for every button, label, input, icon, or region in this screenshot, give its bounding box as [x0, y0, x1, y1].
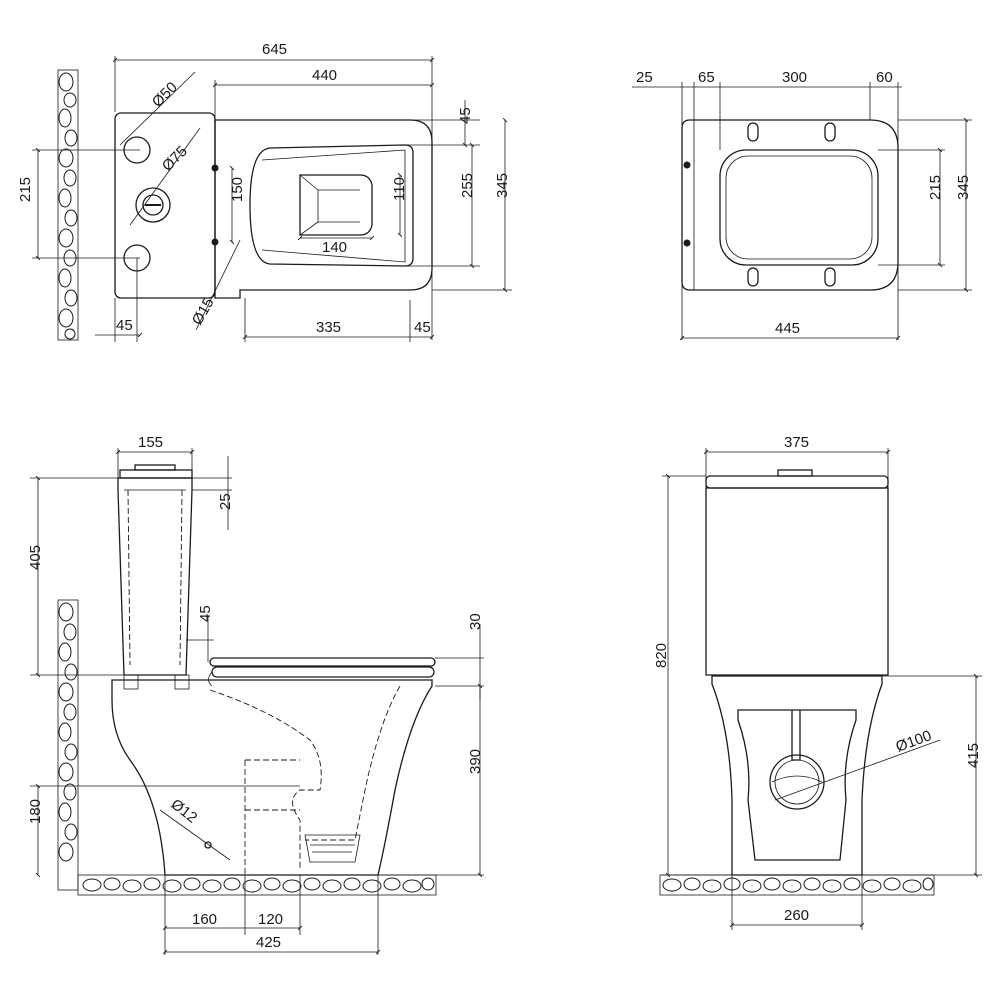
front-view: 375 820 Ø100 415 260	[653, 434, 982, 930]
dim-215-seat: 215	[927, 175, 944, 200]
dim-215-plan: 215	[17, 177, 34, 202]
dim-65: 65	[698, 69, 715, 86]
dim-440: 440	[312, 67, 337, 84]
dim-150: 150	[229, 177, 246, 202]
seat-view: 25 65 300 60 215 345 445	[632, 69, 972, 341]
dim-260: 260	[784, 907, 809, 924]
seat-dimensions: 25 65 300 60 215 345 445	[632, 69, 972, 341]
dim-140: 140	[322, 239, 347, 256]
dim-155: 155	[138, 434, 163, 451]
plan-dimensions: 645 440 Ø50 Ø75 215 150 110 140 45	[17, 41, 512, 342]
dim-345-plan: 345	[494, 173, 511, 198]
side-dimensions: 155 25 405 45 30 390 180 Ø12	[27, 434, 484, 955]
front-floor	[659, 874, 935, 896]
dim-45-wall: 45	[116, 317, 133, 334]
dim-110: 110	[391, 177, 408, 201]
dim-d100: Ø100	[894, 727, 934, 756]
dim-335: 335	[316, 319, 341, 336]
dim-30: 30	[467, 613, 484, 630]
dim-345-seat: 345	[955, 175, 972, 200]
side-seat	[209, 657, 436, 667]
dim-d15: Ø15	[189, 295, 218, 328]
dim-180: 180	[27, 799, 44, 824]
plan-wall	[57, 69, 79, 341]
front-dimensions: 375 820 Ø100 415 260	[653, 434, 982, 930]
dim-645: 645	[262, 41, 287, 58]
dim-300: 300	[782, 69, 807, 86]
outlet-circle	[769, 754, 825, 810]
front-bowl	[711, 675, 883, 876]
side-bowl	[111, 679, 433, 876]
dim-45-front: 45	[414, 319, 431, 336]
dim-d12: Ø12	[168, 796, 201, 827]
dim-45-seat: 45	[197, 605, 214, 622]
side-view: 155 25 405 45 30 390 180 Ø12	[27, 434, 484, 955]
side-floor	[77, 874, 437, 896]
dim-820: 820	[653, 643, 670, 668]
dim-120: 120	[258, 911, 283, 928]
dim-405: 405	[27, 545, 44, 570]
dim-425: 425	[256, 934, 281, 951]
dim-60: 60	[876, 69, 893, 86]
dim-375: 375	[784, 434, 809, 451]
dim-445: 445	[775, 320, 800, 337]
dim-255: 255	[459, 173, 476, 198]
dim-45-top: 45	[457, 107, 474, 124]
plan-tank	[114, 112, 216, 299]
dim-415: 415	[965, 743, 982, 768]
dim-25-lid: 25	[217, 493, 234, 510]
plan-view: 645 440 Ø50 Ø75 215 150 110 140 45	[17, 41, 512, 342]
dim-390: 390	[467, 749, 484, 774]
dim-d50: Ø50	[149, 79, 181, 111]
front-tank	[705, 487, 889, 676]
dim-160: 160	[192, 911, 217, 928]
flush-button	[135, 187, 171, 223]
side-wall	[57, 599, 79, 891]
dim-25-seat: 25	[636, 69, 653, 86]
seat-opening	[719, 149, 879, 266]
